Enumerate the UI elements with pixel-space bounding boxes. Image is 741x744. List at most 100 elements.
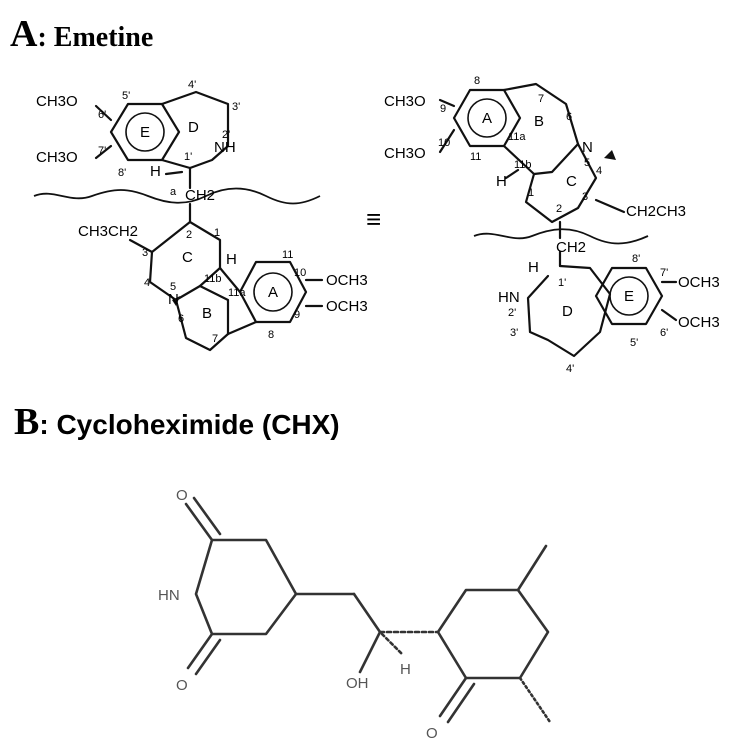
bond-9-ome-r [438,98,456,108]
left-ring-c: C [182,249,193,266]
right-ethyl: CH2CH3 [626,203,686,220]
right-ring-e-circle [609,276,649,316]
right-ring-e-bonds [594,266,664,326]
right-num-10: 10 [438,137,450,149]
left-num-6: 6 [178,313,184,325]
right-hn: HN [498,289,520,306]
left-h-1p: H [150,163,161,180]
panel-b-heading: B: Cycloheximide (CHX) [14,400,340,444]
right-ring-e: E [624,288,634,305]
bond-11b-h-r [504,168,520,180]
right-ring-a-circle [467,98,507,138]
bond-1p-h [164,170,184,176]
co-ketone-1 [438,676,468,718]
wavy-cut-right [473,228,649,245]
glutarimide-ring [194,538,298,636]
right-och3-6p: OCH3 [678,314,720,331]
left-num-4: 4 [144,277,150,289]
right-ring-a: A [482,110,492,127]
lone-pair-wedge-left [172,296,180,306]
left-num-3: 3 [142,247,148,259]
right-ome-10: CH3O [384,145,426,162]
ring-b-bonds [174,284,230,352]
right-num-5: 5 [584,157,590,169]
co-top-1 [184,502,214,542]
right-num-1p: 1' [558,277,566,289]
bond-10-ome-r [438,128,456,154]
panel-a-heading: A: Emetine [10,12,153,56]
chx-h: H [400,661,411,678]
right-ring-d-bonds [526,264,612,358]
bond-methyl-top [516,544,548,592]
right-num-9: 9 [440,103,446,115]
left-num-9: 9 [294,309,300,321]
chx-o-top: O [176,487,188,504]
left-a-label: a [170,186,177,198]
chx-o-ketone: O [426,725,438,742]
left-num-7p: 7' [98,145,106,157]
bond-ch2-choh [352,592,382,634]
left-ome-7: CH3O [36,149,78,166]
left-num-2p: 2' [222,129,230,141]
equivalence-sign: ≡ [366,204,381,234]
right-num-7: 7 [538,93,544,105]
chx-oh: OH [346,675,369,692]
bond-6p-ome-r [660,308,678,322]
wavy-cut-left [33,187,321,205]
cycloheximide-structure [184,496,552,724]
right-num-11b: 11b [514,159,532,171]
bond-7-ome [94,144,113,160]
right-och3-7p: OCH3 [678,274,720,291]
left-num-1p: 1' [184,151,192,163]
emetine-right-structure [438,82,678,358]
panel-b-title: : Cycloheximide (CHX) [39,409,340,440]
bond-choh-oh [358,630,382,674]
right-ring-d: D [562,303,573,320]
right-num-11a: 11a [508,131,526,143]
bond-3-ethyl [128,238,154,254]
right-num-2p: 2' [508,307,516,319]
right-ring-b: B [534,113,544,130]
co-bottom-2 [194,638,222,676]
panel-a-letter: A [10,13,38,55]
right-num-8: 8 [474,75,480,87]
panel-b-letter: B [14,401,40,443]
emetine-left-structure [33,90,324,352]
left-h-11b: H [226,251,237,268]
left-ch2: CH2 [185,187,215,204]
left-ring-a: A [268,284,278,301]
left-num-6p: 6' [98,109,106,121]
left-ring-b: B [202,305,212,322]
bond-h-hash [380,632,404,656]
panel-a-title: : Emetine [37,22,154,53]
left-ome-6: CH3O [36,93,78,110]
left-num-4p: 4' [188,79,196,91]
right-h-11b: H [496,173,507,190]
right-num-4p: 4' [566,363,574,375]
right-num-5p: 5' [630,337,638,349]
right-ome-9: CH3O [384,93,426,110]
right-num-8p: 8' [632,253,640,265]
ring-c-bonds [148,220,222,302]
right-num-1: 1 [528,187,534,199]
right-num-3p: 3' [510,327,518,339]
left-num-8: 8 [268,329,274,341]
right-num-7p: 7' [660,267,668,279]
left-num-11b: 11b [204,273,222,285]
left-num-1: 1 [214,227,220,239]
chx-nh: HN [158,587,180,604]
bond-7-8 [226,320,258,336]
left-ring-d: D [188,119,199,136]
left-num-5p: 5' [122,90,130,102]
co-top-2 [192,496,222,536]
bond-3-ethyl-r [594,198,626,214]
left-och3-9: OCH3 [326,298,368,315]
right-num-3: 3 [582,191,588,203]
co-ketone-2 [446,682,476,724]
right-num-6p: 6' [660,327,668,339]
left-num-11: 11 [282,249,293,261]
right-num-4: 4 [596,165,602,177]
left-num-8p: 8' [118,167,126,179]
